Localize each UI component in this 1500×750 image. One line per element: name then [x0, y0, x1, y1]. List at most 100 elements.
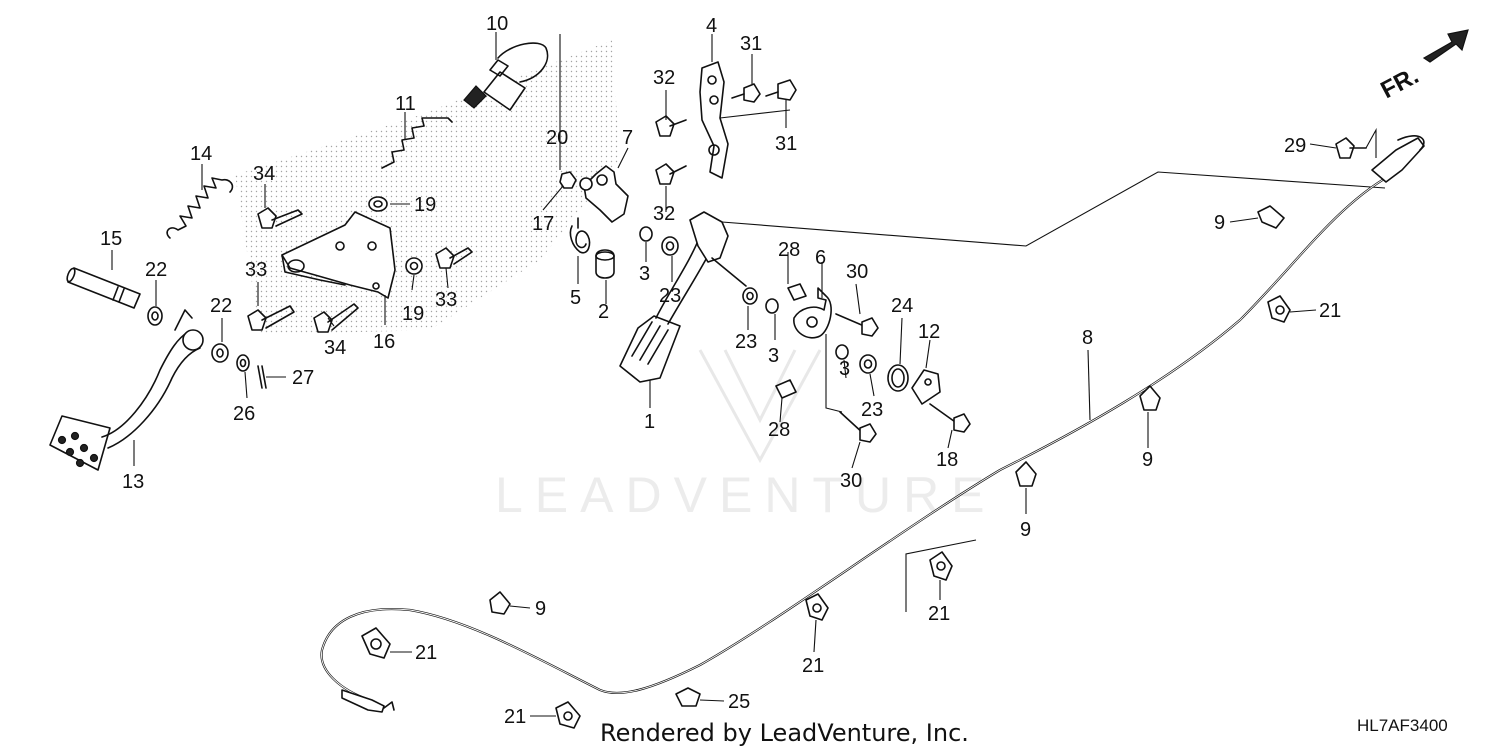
- callout-1: 1: [644, 411, 655, 433]
- watermark: LEADVENTURE: [495, 349, 997, 523]
- callout-25: 25: [728, 691, 750, 713]
- part-15-pivot-pin[interactable]: [66, 267, 141, 309]
- callout-10: 10: [486, 13, 508, 35]
- part-18-bolt[interactable]: [929, 403, 971, 433]
- callout-30-b: 30: [840, 470, 862, 492]
- callout-30-a: 30: [846, 261, 868, 283]
- part-23-seal-c[interactable]: [859, 354, 877, 374]
- callout-14: 14: [190, 143, 212, 165]
- callout-23-c: 23: [861, 399, 883, 421]
- part-28-collar-a[interactable]: [787, 283, 807, 301]
- part-12-clamp[interactable]: [911, 369, 941, 405]
- part-30-bolt-a[interactable]: [835, 313, 879, 337]
- part-4-bracket[interactable]: [699, 61, 791, 179]
- part-29-bolt[interactable]: [1335, 137, 1367, 159]
- part-23-seal-b[interactable]: [742, 287, 758, 305]
- part-22-bushing-a[interactable]: [147, 306, 163, 326]
- part-9-clip-a[interactable]: [1257, 205, 1285, 229]
- callout-19-a: 19: [414, 194, 436, 216]
- callout-22-b: 22: [210, 295, 232, 317]
- callout-5: 5: [570, 287, 581, 309]
- guide-line-cable: [721, 171, 1386, 247]
- part-33-bolt-b[interactable]: [435, 247, 473, 269]
- guide-line-30: [825, 334, 843, 413]
- callout-3-b: 3: [768, 345, 779, 367]
- callout-11: 11: [395, 93, 416, 115]
- part-31-bolt-a[interactable]: [731, 83, 761, 103]
- part-30-bolt-b[interactable]: [839, 411, 877, 443]
- part-34-bolt-a[interactable]: [257, 207, 303, 229]
- part-16-pedal-bracket[interactable]: [281, 211, 396, 299]
- part-7-lever-plate[interactable]: [583, 165, 629, 223]
- diagram-code: HL7AF3400: [1357, 716, 1448, 735]
- part-6-arm[interactable]: [793, 287, 832, 339]
- part-3-bushing-a[interactable]: [639, 226, 653, 242]
- callout-3-c: 3: [839, 358, 850, 380]
- callout-7: 7: [622, 127, 633, 149]
- part-33-bolt-a[interactable]: [247, 305, 295, 331]
- part-21-clamp-e[interactable]: [555, 701, 581, 729]
- part-26-washer[interactable]: [236, 354, 250, 372]
- part-5-spring[interactable]: [569, 217, 591, 254]
- front-label: FR.: [1376, 62, 1423, 104]
- part-25-clip[interactable]: [675, 687, 701, 707]
- callout-21-a: 21: [1319, 300, 1341, 322]
- callout-34-b: 34: [324, 337, 346, 359]
- callout-16: 16: [373, 331, 395, 353]
- callout-21-c: 21: [802, 655, 824, 677]
- part-2-collar[interactable]: [595, 249, 615, 279]
- part-22-bushing-b[interactable]: [211, 343, 229, 363]
- callout-19-b: 19: [402, 303, 424, 325]
- callout-28-b: 28: [768, 419, 790, 441]
- part-10-stop-switch[interactable]: [463, 42, 549, 111]
- part-32-bolt-a[interactable]: [655, 115, 687, 137]
- callout-9-c: 9: [1020, 519, 1031, 541]
- part-3-bushing-c[interactable]: [835, 344, 849, 360]
- callout-9-d: 9: [535, 598, 546, 620]
- part-19-collar-b[interactable]: [405, 257, 423, 275]
- part-23-seal-a[interactable]: [661, 236, 679, 256]
- callout-labels: 10 11 14 15 34 22 22 33 34 16 19 33 19 2…: [100, 13, 1341, 728]
- leader-lines: [111, 32, 1337, 717]
- callout-8: 8: [1082, 327, 1093, 349]
- part-31-bolt-b[interactable]: [765, 79, 797, 101]
- callout-2: 2: [598, 301, 609, 323]
- part-1-throttle-pedal[interactable]: [619, 211, 747, 383]
- credit-text: Rendered by LeadVenture, Inc.: [600, 719, 969, 747]
- part-21-clamp-b[interactable]: [929, 551, 953, 581]
- part-32-bolt-b[interactable]: [655, 163, 687, 185]
- callout-4: 4: [706, 15, 717, 37]
- part-9-clip-b[interactable]: [1139, 385, 1161, 411]
- part-21-clamp-d[interactable]: [361, 627, 391, 659]
- part-24-ring[interactable]: [887, 364, 909, 392]
- callout-26: 26: [233, 403, 255, 425]
- callout-9-b: 9: [1142, 449, 1153, 471]
- part-28-collar-b[interactable]: [775, 379, 797, 399]
- callout-12: 12: [918, 321, 940, 343]
- watermark-text: LEADVENTURE: [495, 467, 997, 523]
- part-11-return-spring[interactable]: [381, 117, 453, 169]
- part-14-return-spring[interactable]: [166, 177, 234, 239]
- part-19-collar-a[interactable]: [368, 196, 388, 212]
- callout-13: 13: [122, 471, 144, 493]
- guide-line-21: [905, 539, 977, 612]
- part-3-bushing-b[interactable]: [765, 298, 779, 314]
- callout-28-a: 28: [778, 239, 800, 261]
- part-17-nut[interactable]: [559, 171, 577, 189]
- part-21-clamp-a[interactable]: [1267, 295, 1291, 323]
- part-20-washer[interactable]: [579, 177, 593, 191]
- callout-31-a: 31: [740, 33, 762, 55]
- part-21-clamp-c[interactable]: [805, 593, 829, 621]
- part-9-clip-c[interactable]: [1015, 461, 1037, 487]
- callout-24: 24: [891, 295, 913, 317]
- part-9-clip-d[interactable]: [489, 591, 511, 615]
- callout-33-b: 33: [435, 289, 457, 311]
- callout-23-a: 23: [659, 285, 681, 307]
- part-8-throttle-cable[interactable]: [320, 135, 1425, 713]
- part-34-bolt-b[interactable]: [313, 303, 359, 333]
- part-27-cotter-pin[interactable]: [257, 365, 267, 389]
- callout-32-a: 32: [653, 67, 675, 89]
- part-13-brake-pedal[interactable]: [49, 309, 204, 471]
- front-direction-arrow: FR.: [1376, 29, 1469, 104]
